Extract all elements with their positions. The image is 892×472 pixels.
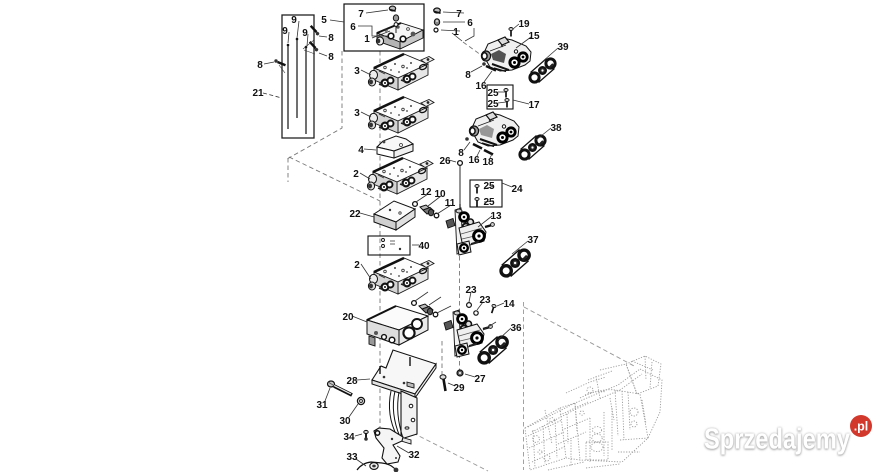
svg-text:27: 27 xyxy=(474,374,486,385)
svg-text:31: 31 xyxy=(316,400,328,411)
svg-text:5: 5 xyxy=(321,15,327,26)
svg-text:37: 37 xyxy=(527,235,539,246)
svg-text:25: 25 xyxy=(487,88,499,99)
svg-text:8: 8 xyxy=(458,148,464,159)
svg-text:8: 8 xyxy=(465,70,471,81)
svg-text:11: 11 xyxy=(445,198,456,209)
svg-text:15: 15 xyxy=(528,31,540,42)
svg-text:17: 17 xyxy=(528,100,540,111)
svg-text:1: 1 xyxy=(453,27,459,38)
svg-text:9: 9 xyxy=(302,28,308,39)
svg-text:25: 25 xyxy=(487,99,499,110)
svg-text:7: 7 xyxy=(456,9,462,20)
svg-text:12: 12 xyxy=(420,187,432,198)
svg-text:8: 8 xyxy=(328,52,334,63)
svg-text:32: 32 xyxy=(408,450,420,461)
svg-text:29: 29 xyxy=(453,383,465,394)
svg-text:21: 21 xyxy=(252,88,264,99)
svg-text:33: 33 xyxy=(346,452,358,463)
svg-text:2: 2 xyxy=(354,260,360,271)
svg-text:4: 4 xyxy=(358,145,364,156)
svg-text:25: 25 xyxy=(483,181,495,192)
svg-text:3: 3 xyxy=(354,108,360,119)
svg-text:38: 38 xyxy=(550,123,562,134)
svg-text:23: 23 xyxy=(479,295,491,306)
svg-text:18: 18 xyxy=(482,157,494,168)
svg-text:39: 39 xyxy=(557,42,569,53)
svg-text:6: 6 xyxy=(350,22,356,33)
svg-text:3: 3 xyxy=(354,66,360,77)
svg-text:2: 2 xyxy=(353,169,359,180)
svg-text:16: 16 xyxy=(468,155,480,166)
svg-text:19: 19 xyxy=(518,19,530,30)
svg-text:40: 40 xyxy=(418,241,430,252)
svg-text:Sprzedajemy: Sprzedajemy xyxy=(704,425,850,457)
svg-text:34: 34 xyxy=(343,432,355,443)
svg-text:1: 1 xyxy=(364,34,370,45)
svg-text:36: 36 xyxy=(510,323,522,334)
svg-text:13: 13 xyxy=(490,211,502,222)
svg-text:.pl: .pl xyxy=(854,420,869,434)
svg-text:6: 6 xyxy=(467,18,473,29)
svg-text:28: 28 xyxy=(346,376,358,387)
svg-text:9: 9 xyxy=(291,15,297,26)
svg-text:23: 23 xyxy=(465,285,477,296)
svg-text:20: 20 xyxy=(342,312,354,323)
svg-text:24: 24 xyxy=(511,184,523,195)
svg-text:22: 22 xyxy=(349,209,361,220)
svg-text:9: 9 xyxy=(282,26,288,37)
svg-text:Sprzedajemy: Sprzedajemy xyxy=(704,424,850,456)
svg-text:25: 25 xyxy=(483,197,495,208)
svg-text:10: 10 xyxy=(434,189,446,200)
svg-text:7: 7 xyxy=(358,9,364,20)
svg-text:14: 14 xyxy=(503,299,515,310)
svg-text:8: 8 xyxy=(328,33,334,44)
svg-text:16: 16 xyxy=(475,81,487,92)
svg-text:Sprzedajemy: Sprzedajemy xyxy=(704,424,850,456)
svg-text:8: 8 xyxy=(257,60,263,71)
svg-text:30: 30 xyxy=(339,416,351,427)
svg-text:26: 26 xyxy=(439,156,451,167)
